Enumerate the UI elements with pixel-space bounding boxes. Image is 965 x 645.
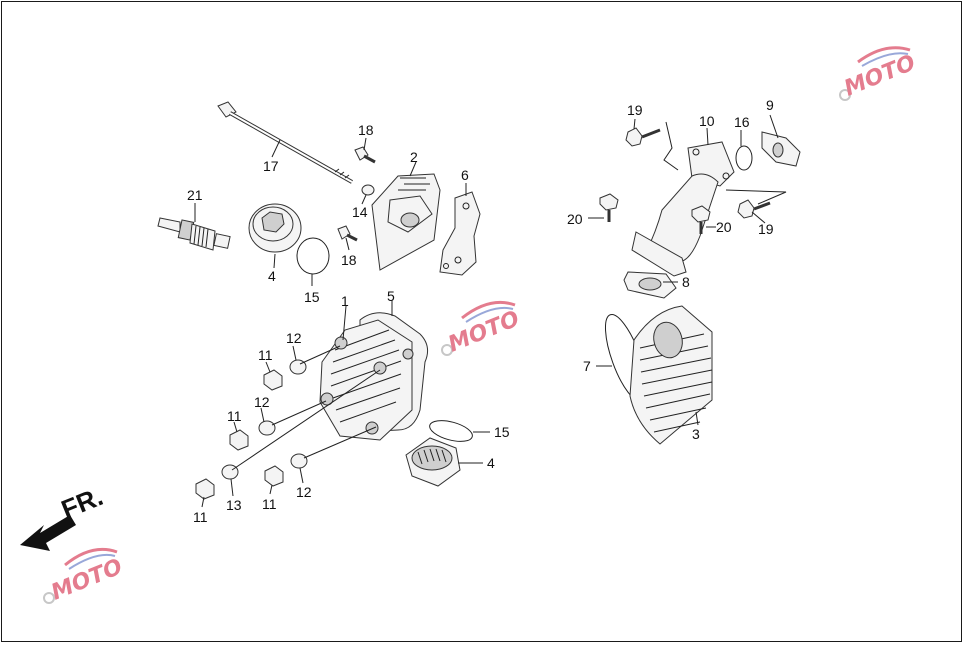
watermark-top-right: MOTO [839, 46, 919, 102]
callout-10: 10 [699, 113, 715, 129]
callout-4-upper: 4 [268, 268, 276, 284]
washer-part [258, 420, 276, 436]
callout-labels: 1 2 3 4 4 5 6 7 8 9 10 11 11 11 11 12 12… [187, 97, 774, 525]
tappet-cap-part [405, 437, 461, 487]
callout-12-c: 12 [296, 484, 312, 500]
cylinder-part [629, 305, 713, 445]
callout-6: 6 [461, 167, 469, 183]
callout-4-lower: 4 [487, 455, 495, 471]
flange-nut-part [263, 369, 283, 391]
gasket-plate-part [439, 191, 481, 276]
intake-manifold-part [631, 141, 735, 277]
bolt-part [625, 127, 661, 147]
bolt-part [599, 193, 619, 222]
inspection-cap-part [248, 203, 302, 253]
spark-plug-part [157, 217, 231, 251]
callout-14: 14 [352, 204, 368, 220]
callout-19-a: 19 [627, 102, 643, 118]
callout-16: 16 [734, 114, 750, 130]
callout-17: 17 [263, 158, 279, 174]
callout-3: 3 [692, 426, 700, 442]
callout-20-b: 20 [716, 219, 732, 235]
callout-18-b: 18 [341, 252, 357, 268]
callout-7: 7 [583, 358, 591, 374]
callout-13: 13 [226, 497, 242, 513]
watermark-text: MOTO [48, 555, 126, 606]
callout-19-b: 19 [758, 221, 774, 237]
callout-8: 8 [682, 274, 690, 290]
leader-lines [194, 114, 779, 508]
o-ring-part [429, 420, 473, 442]
callout-11-d: 11 [262, 496, 277, 512]
cylinder-head-part [319, 319, 414, 441]
flange-nut-part [264, 465, 284, 487]
flange-nut-part [229, 429, 249, 451]
bolt-part [337, 225, 358, 242]
callout-20-a: 20 [567, 211, 583, 227]
break-line [725, 189, 787, 205]
front-label: FR. [57, 481, 107, 525]
manifold-gasket-part [623, 271, 677, 299]
front-direction-arrow-icon [20, 515, 76, 551]
break-line [663, 121, 679, 171]
insulator-cap-part [761, 131, 801, 167]
watermark-bottom-left: MOTO [43, 547, 126, 606]
washer-part [361, 184, 375, 196]
callout-15-lower: 15 [494, 424, 510, 440]
watermark-center: MOTO [441, 300, 523, 358]
callout-11-b: 11 [227, 408, 242, 424]
callout-11-a: 11 [258, 347, 273, 363]
callout-15-upper: 15 [304, 289, 320, 305]
washer-part [290, 453, 308, 469]
watermark-text: MOTO [445, 307, 523, 358]
flange-nut-part [195, 478, 215, 500]
cam-holder-part [371, 173, 441, 271]
bolt-part [691, 205, 711, 234]
o-ring-part [296, 237, 330, 275]
stud-bolt-part [217, 101, 353, 184]
bolt-part [354, 146, 376, 164]
callout-12-b: 12 [254, 394, 270, 410]
callout-12-a: 12 [286, 330, 302, 346]
callout-2: 2 [410, 149, 418, 165]
callout-9: 9 [766, 97, 774, 113]
bolt-part [737, 199, 771, 219]
o-ring-part [735, 145, 753, 171]
callout-1: 1 [341, 293, 349, 309]
callout-5: 5 [387, 288, 395, 304]
callout-21: 21 [187, 187, 203, 203]
callout-18-a: 18 [358, 122, 374, 138]
callout-11-c: 11 [193, 509, 208, 525]
